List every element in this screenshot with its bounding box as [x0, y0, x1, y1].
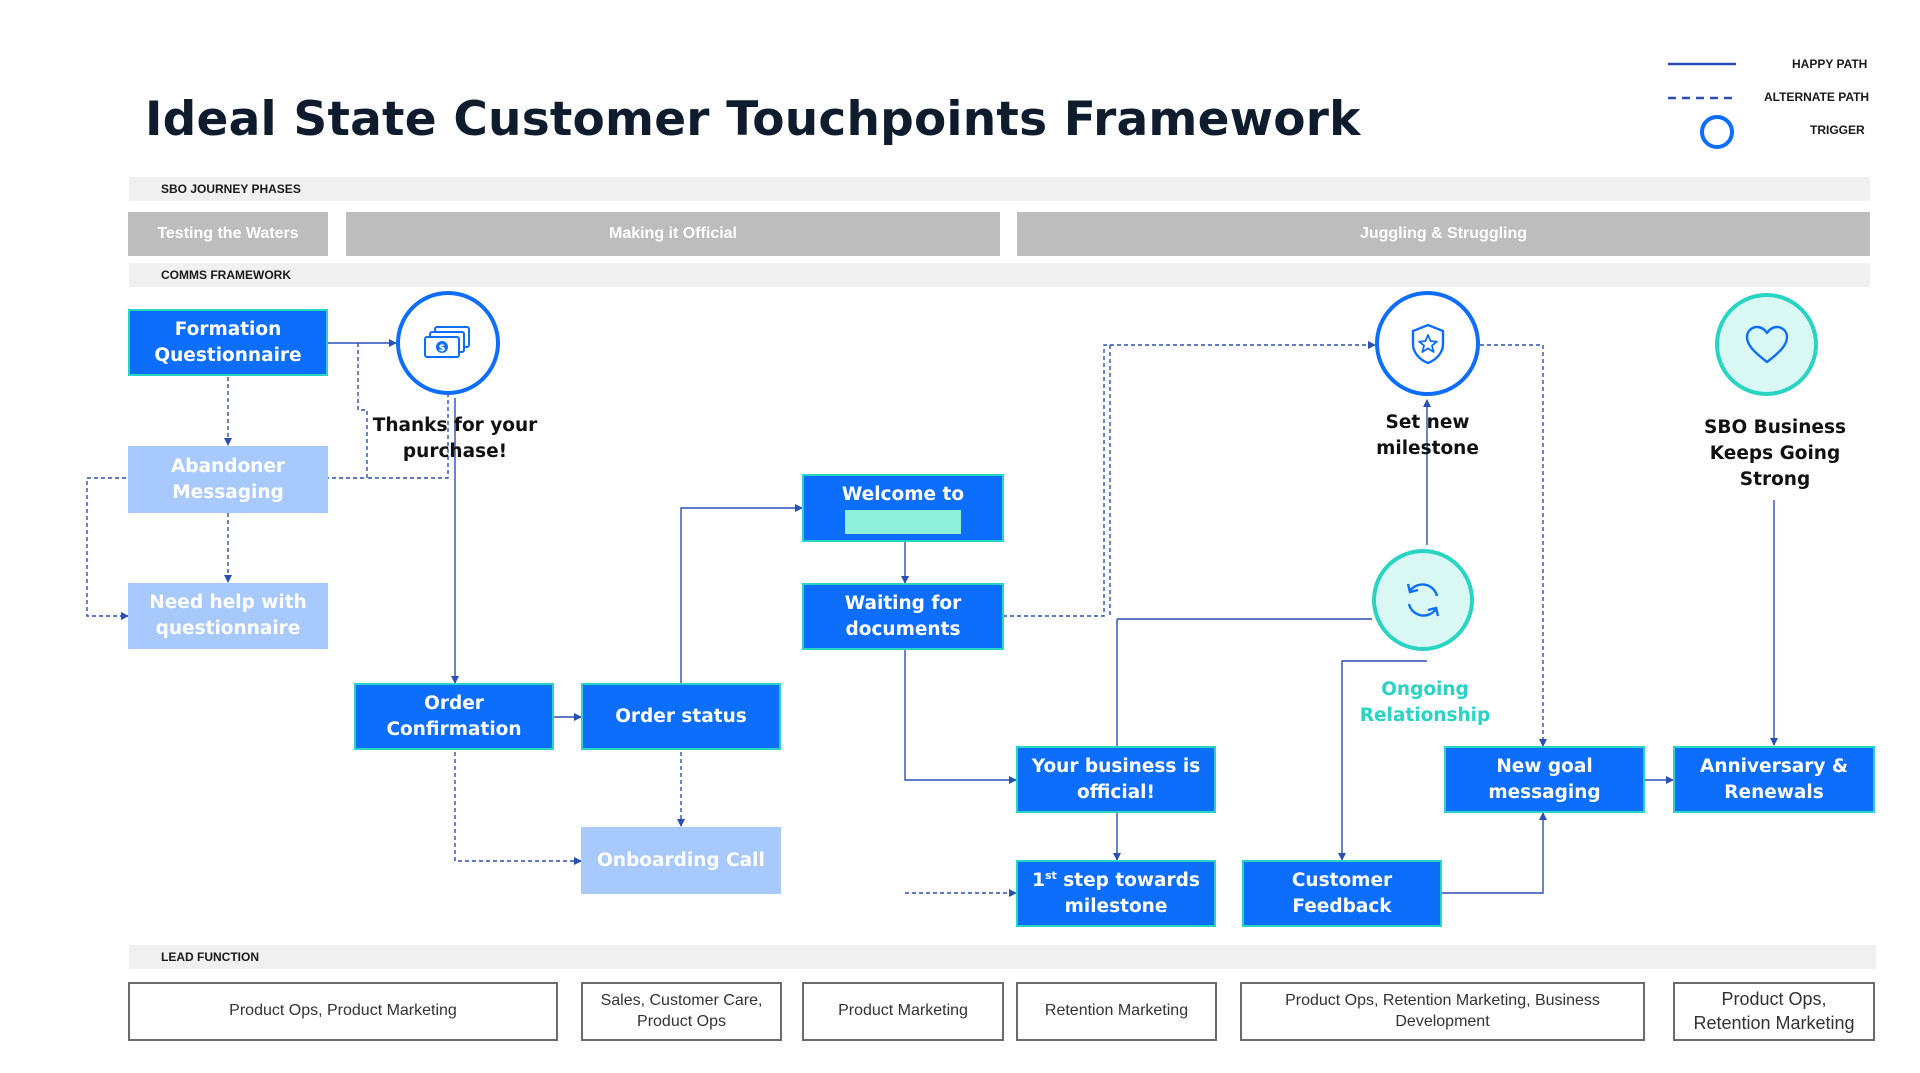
welcome-label: Welcome to [841, 484, 965, 506]
keeps-going-strong-label: SBO Business Keeps Going Strong [1704, 417, 1846, 490]
svg-text:$: $ [439, 343, 446, 354]
lead-function-2: Sales, Customer Care, Product Ops [581, 982, 782, 1041]
formation-questionnaire-box[interactable]: Formation Questionnaire [128, 309, 328, 376]
business-official-box[interactable]: Your business is official! [1016, 746, 1216, 813]
legend-alternate-path: ALTERNATE PATH [1764, 90, 1870, 104]
lead-function-4: Retention Marketing [1016, 982, 1217, 1041]
comms-framework-label: COMMS FRAMEWORK [161, 268, 291, 282]
welcome-redacted [845, 509, 961, 534]
legend: HAPPY PATH ALTERNATE PATH TRIGGER [1660, 50, 1880, 160]
lead-function-bar: LEAD FUNCTION [129, 945, 1876, 969]
lead-function-label: LEAD FUNCTION [161, 950, 259, 964]
ongoing-relationship-trigger-circle[interactable] [1372, 549, 1474, 651]
first-step-rest: step towards milestone [1056, 869, 1200, 917]
thanks-trigger-circle[interactable]: $ [396, 291, 500, 395]
journey-phases-bar: SBO JOURNEY PHASES [129, 177, 1870, 201]
page-title: Ideal State Customer Touchpoints Framewo… [145, 92, 1361, 147]
lead-function-1: Product Ops, Product Marketing [128, 982, 558, 1041]
first-step-line1: 1st step towards milestone [1024, 868, 1208, 920]
comms-framework-bar: COMMS FRAMEWORK [129, 263, 1870, 287]
ongoing-relationship-label: Ongoing Relationship [1359, 679, 1491, 726]
money-icon: $ [424, 326, 470, 358]
order-confirmation-box[interactable]: Order Confirmation [354, 683, 554, 750]
legend-trigger: TRIGGER [1810, 123, 1865, 137]
welcome-box[interactable]: Welcome to [802, 474, 1004, 542]
first-step-number: 1 [1032, 869, 1045, 891]
anniversary-renewals-box[interactable]: Anniversary & Renewals [1673, 746, 1875, 813]
order-status-box[interactable]: Order status [581, 683, 781, 750]
set-milestone-trigger-circle[interactable] [1375, 291, 1480, 396]
phase-testing-waters: Testing the Waters [128, 212, 328, 256]
legend-happy-path: HAPPY PATH [1792, 57, 1868, 71]
star-badge-icon [1411, 323, 1444, 364]
lead-function-5: Product Ops, Retention Marketing, Busine… [1240, 982, 1645, 1041]
first-step-milestone-box[interactable]: 1st step towards milestone [1016, 860, 1216, 927]
refresh-icon [1406, 583, 1440, 617]
need-help-questionnaire-box[interactable]: Need help with questionnaire [128, 583, 328, 649]
thanks-purchase-label: Thanks for your purchase! [372, 415, 538, 462]
new-goal-messaging-box[interactable]: New goal messaging [1444, 746, 1645, 813]
keeps-going-strong-trigger-circle[interactable] [1715, 293, 1818, 396]
first-step-sup: st [1045, 868, 1057, 882]
waiting-documents-box[interactable]: Waiting for documents [802, 583, 1004, 650]
lead-function-6: Product Ops, Retention Marketing [1673, 982, 1875, 1041]
legend-graphics [1668, 62, 1736, 149]
customer-feedback-box[interactable]: Customer Feedback [1242, 860, 1442, 927]
phase-juggling-struggling: Juggling & Struggling [1017, 212, 1870, 256]
lead-function-3: Product Marketing [802, 982, 1004, 1041]
onboarding-call-box[interactable]: Onboarding Call [581, 827, 781, 894]
heart-icon [1745, 325, 1788, 363]
journey-phases-label: SBO JOURNEY PHASES [161, 182, 301, 196]
phase-making-official: Making it Official [346, 212, 1000, 256]
abandoner-messaging-box[interactable]: Abandoner Messaging [128, 446, 328, 513]
set-milestone-label: Set new milestone [1376, 412, 1479, 459]
